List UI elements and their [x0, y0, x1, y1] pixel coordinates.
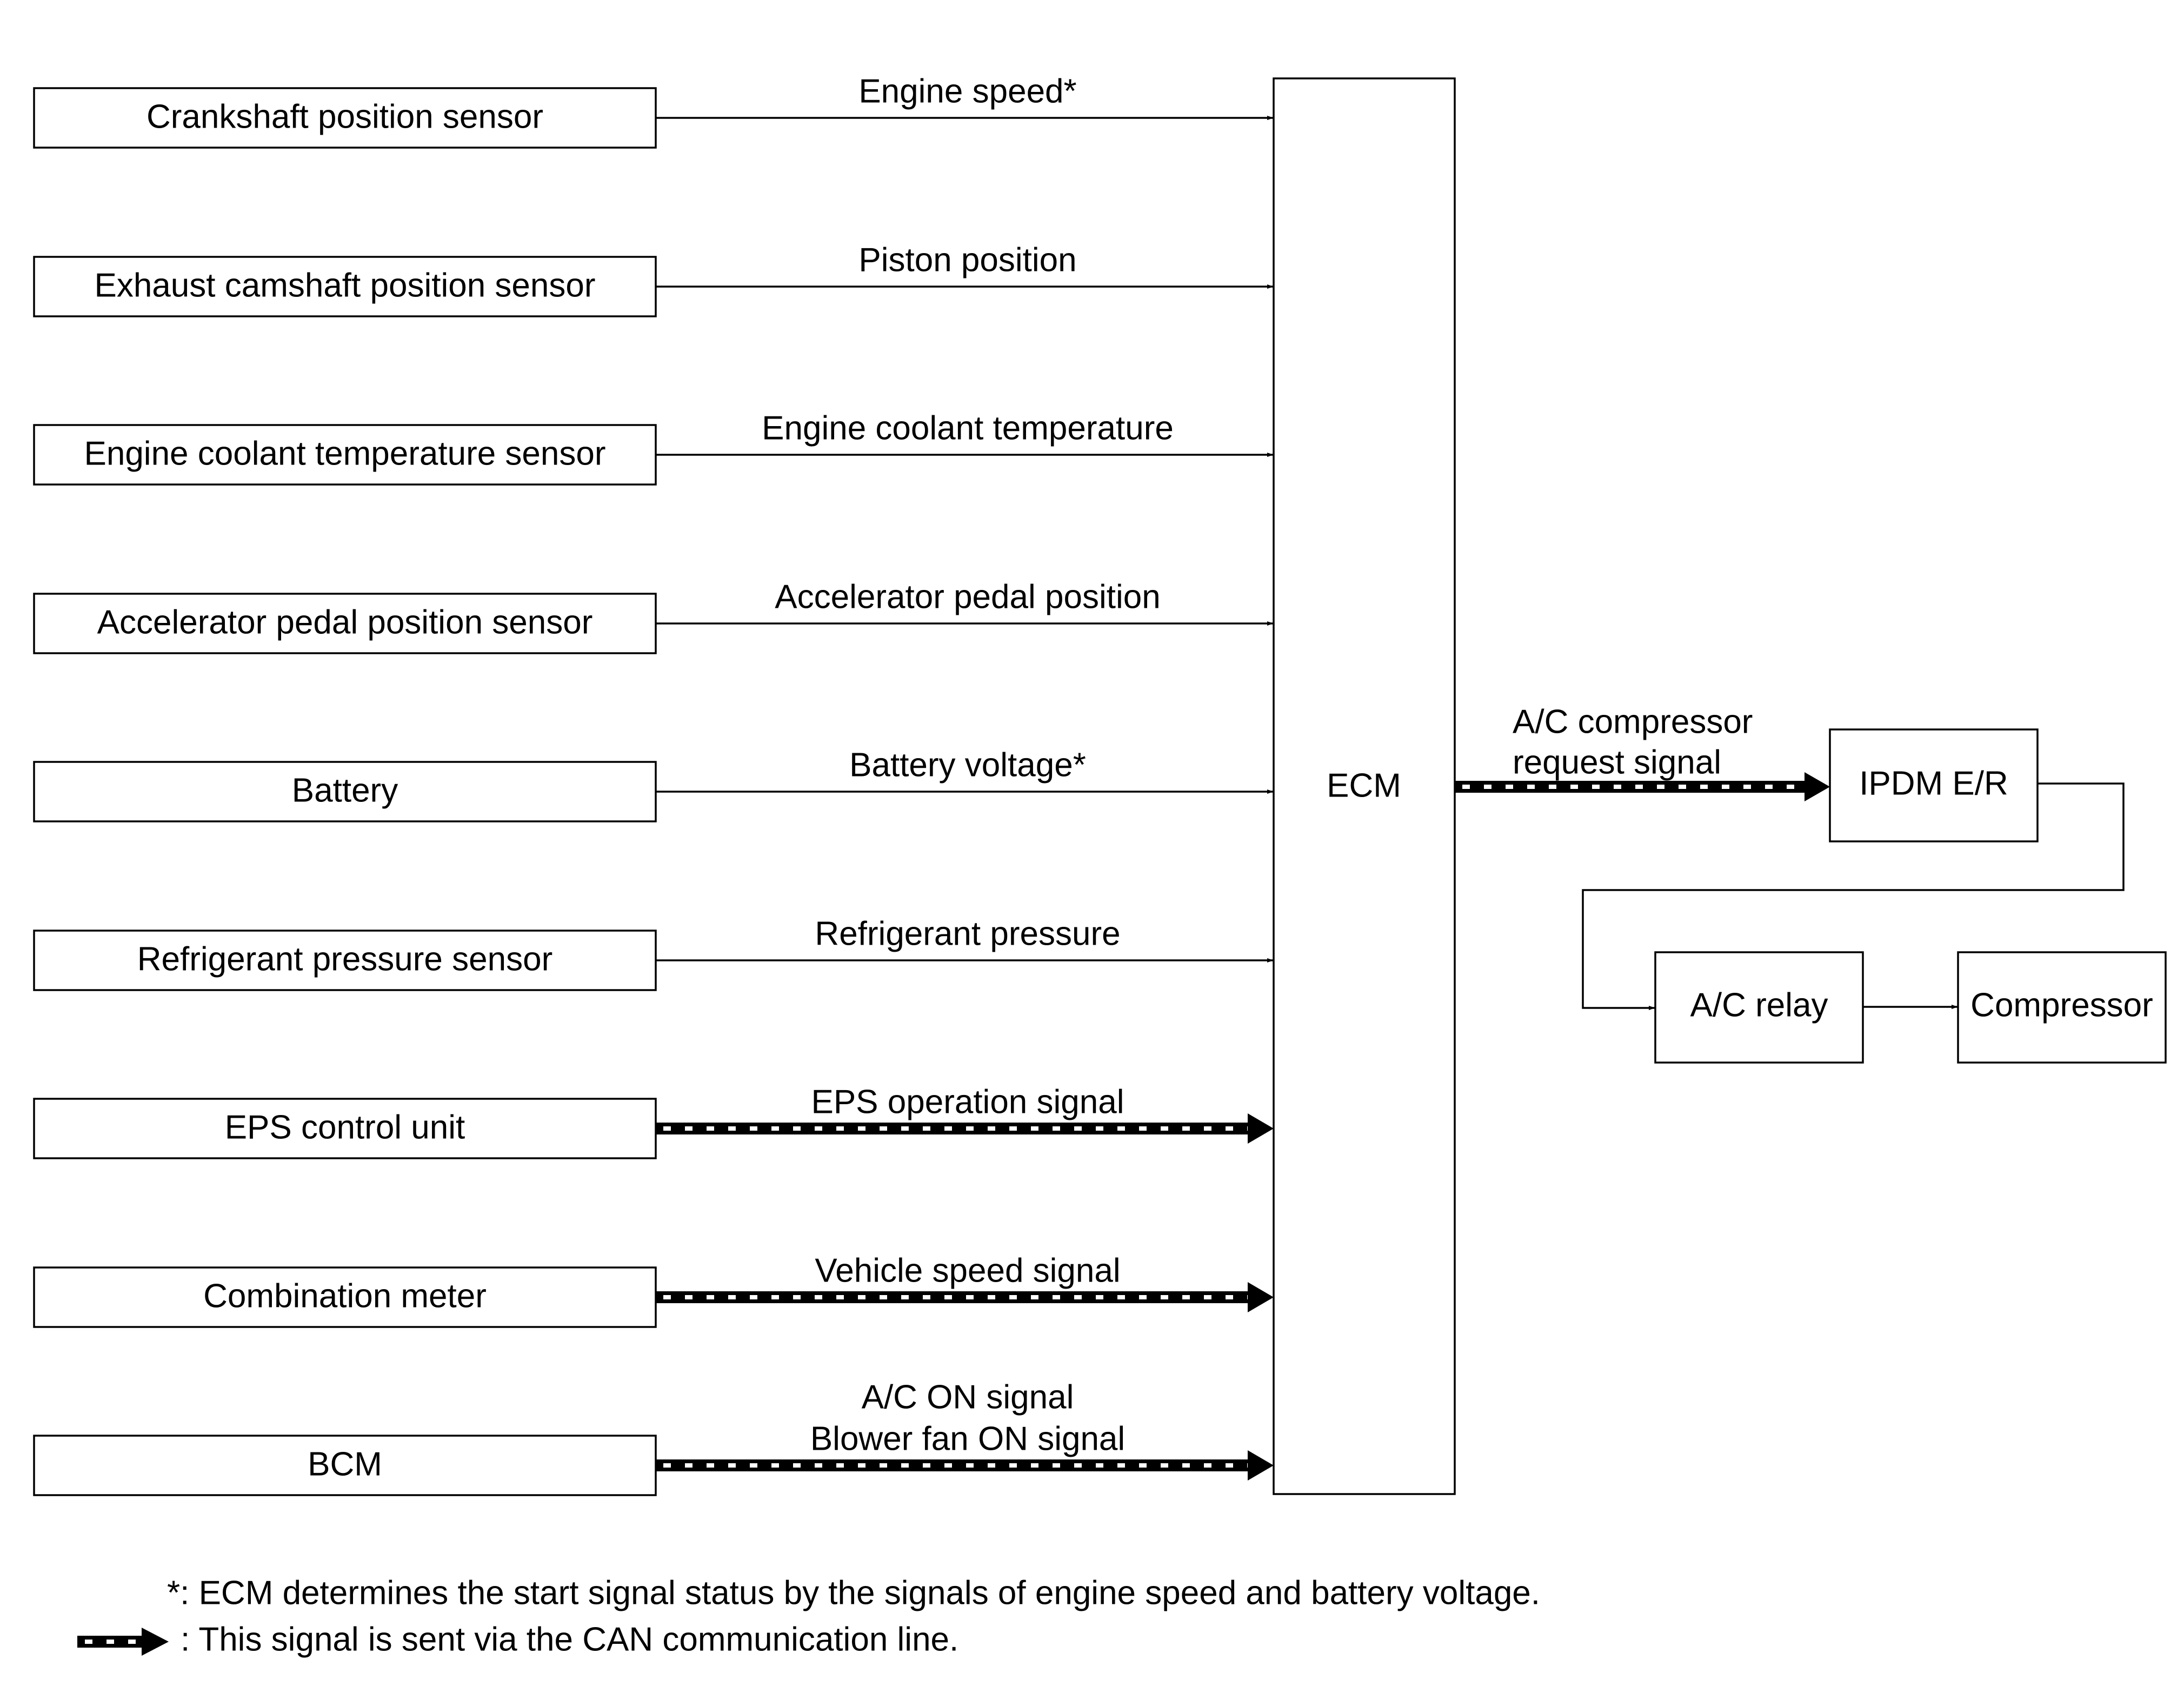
ecm-label: ECM: [1327, 767, 1401, 804]
eps-control-unit-signal-label: EPS operation signal: [811, 1083, 1124, 1120]
combination-meter-can-signal-line: [656, 1282, 1274, 1312]
engine-coolant-temperature-sensor-label: Engine coolant temperature sensor: [84, 435, 605, 472]
combination-meter-label: Combination meter: [203, 1277, 487, 1315]
can-signal-ecm-to-ipdm: [1455, 772, 1830, 801]
ac-relay-box: [1654, 951, 1864, 1064]
can-legend-icon: [77, 1628, 169, 1656]
engine-coolant-temperature-sensor-signal-label: Engine coolant temperature: [762, 409, 1174, 447]
bcm-label: BCM: [308, 1445, 382, 1483]
asterisk-note: *: ECM determines the start signal statu…: [167, 1574, 1540, 1611]
ipdm-to-relay-wire: [1582, 782, 2125, 1010]
battery-label: Battery: [292, 772, 398, 809]
bcm-can-signal-line: [656, 1450, 1274, 1481]
crankshaft-position-sensor-label: Crankshaft position sensor: [147, 98, 543, 135]
eps-control-unit-label: EPS control unit: [225, 1109, 465, 1146]
can-legend-note: : This signal is sent via the CAN commun…: [181, 1621, 958, 1658]
output-signal-line1: A/C compressor: [1513, 703, 1753, 740]
battery-box: [33, 761, 657, 822]
ipdm-er-label: IPDM E/R: [1859, 765, 2008, 802]
exhaust-camshaft-position-sensor-box: [33, 256, 657, 317]
exhaust-camshaft-position-sensor-signal-label: Piston position: [858, 241, 1076, 278]
compressor-box: [1957, 951, 2167, 1064]
output-signal-line2: request signal: [1513, 744, 1721, 781]
ipdm-er-box: [1829, 728, 2039, 842]
accelerator-pedal-position-sensor-label: Accelerator pedal position sensor: [97, 603, 593, 641]
ecm-box: [1273, 77, 1456, 1495]
compressor-label: Compressor: [1970, 986, 2153, 1024]
battery-signal-label: Battery voltage*: [849, 746, 1086, 784]
crankshaft-position-sensor-signal-label: Engine speed*: [858, 72, 1076, 110]
bcm-signal-label: Blower fan ON signal: [810, 1420, 1125, 1457]
combination-meter-signal-label: Vehicle speed signal: [815, 1252, 1120, 1289]
combination-meter-box: [33, 1266, 657, 1328]
exhaust-camshaft-position-sensor-label: Exhaust camshaft position sensor: [94, 267, 595, 304]
bcm-box: [33, 1435, 657, 1496]
accelerator-pedal-position-sensor-box: [33, 593, 657, 654]
crankshaft-position-sensor-box: [33, 87, 657, 149]
refrigerant-pressure-sensor-label: Refrigerant pressure sensor: [137, 940, 552, 978]
input-components: Crankshaft position sensor Engine speed* E…: [33, 72, 1274, 1496]
refrigerant-pressure-sensor-signal-label: Refrigerant pressure: [815, 915, 1120, 952]
eps-control-unit-can-signal-line: [656, 1113, 1274, 1144]
accelerator-pedal-position-sensor-signal-label: Accelerator pedal position: [775, 578, 1160, 615]
bcm-signal-label: A/C ON signal: [862, 1378, 1074, 1416]
engine-coolant-temperature-sensor-box: [33, 424, 657, 486]
ac-relay-label: A/C relay: [1690, 986, 1828, 1024]
eps-control-unit-box: [33, 1098, 657, 1159]
refrigerant-pressure-sensor-box: [33, 930, 657, 991]
